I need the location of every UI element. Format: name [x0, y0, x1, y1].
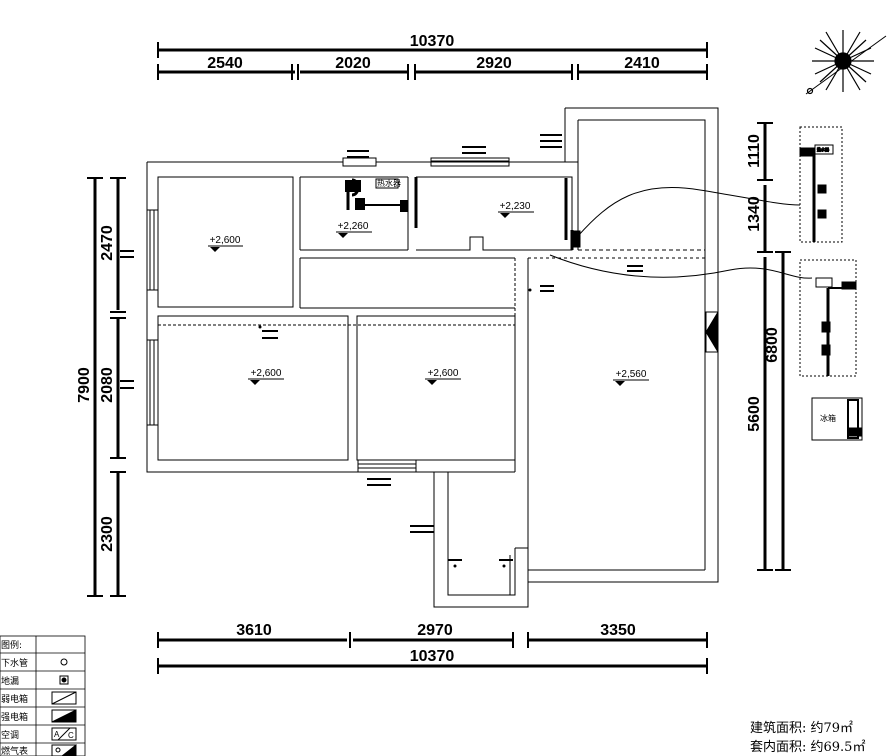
- circle-icon: [60, 658, 68, 666]
- left-dimension-lines: [87, 177, 126, 597]
- wall-accents: [564, 178, 581, 250]
- left-dimension-3: 2300: [99, 516, 116, 552]
- pipe-curves: [549, 186, 813, 279]
- side-heater-label: 热水器: [817, 146, 829, 152]
- right-dimension-3: 5600: [746, 396, 763, 432]
- room-labels: +2,600 +2,260 +2,230 +2,600 +2,600 +2,56…: [208, 201, 649, 386]
- legend-icons: A C: [51, 658, 77, 756]
- left-dimension-2: 2080: [99, 367, 116, 403]
- legend-title: 图例:: [1, 639, 22, 651]
- bottom-total-dimension: 10370: [410, 648, 455, 665]
- inner-area-text: 套内面积: 约69.5㎡: [750, 739, 865, 755]
- room-elevation-kitchen: +2,230: [500, 201, 531, 212]
- water-heater-fixture: 热水器: [345, 178, 408, 212]
- top-dimension-3: 2920: [476, 55, 512, 72]
- legend-item-label: 地漏: [1, 675, 19, 687]
- right-dimension-extra: 6800: [764, 327, 781, 363]
- floor-drain-icon: [59, 675, 69, 685]
- walls: [146, 107, 719, 608]
- right-dimension-1: 1110: [746, 134, 763, 168]
- bottom-dimension-3: 3350: [600, 622, 636, 639]
- building-area-text: 建筑面积: 约79㎡: [750, 720, 853, 736]
- legend-item-label: 弱电箱: [1, 693, 28, 705]
- left-dimension-1: 2470: [99, 225, 116, 261]
- svg-text:C: C: [68, 731, 74, 740]
- top-dimension-lines: [157, 42, 708, 80]
- windows: [146, 157, 719, 473]
- left-total-dimension: 7900: [76, 367, 93, 403]
- bottom-dimension-lines: [157, 632, 708, 674]
- compass-icon: [805, 30, 887, 95]
- svg-text:A: A: [54, 730, 60, 739]
- right-dimension-lines: [757, 122, 791, 571]
- room-elevation-bedroom-mid-left: +2,600: [251, 368, 282, 379]
- bottom-dimension-1: 3610: [236, 622, 272, 639]
- top-dimension-4: 2410: [624, 55, 660, 72]
- ac-icon: A C: [51, 727, 77, 741]
- small-annotations: [120, 134, 643, 568]
- top-total-dimension: 10370: [410, 33, 455, 50]
- room-elevation-living-room: +2,560: [616, 369, 647, 380]
- legend-item-label: 强电箱: [1, 711, 28, 723]
- side-detail-panels: 热水器: [799, 126, 863, 441]
- legend: [0, 635, 86, 756]
- bottom-dimension-2: 2970: [417, 622, 453, 639]
- room-elevation-bedroom-top-left: +2,600: [210, 235, 241, 246]
- fridge-label: 冰箱: [820, 413, 836, 423]
- right-dimension-2: 1340: [746, 196, 763, 232]
- strong-box-icon: [51, 709, 77, 723]
- legend-item-label: 下水管: [1, 657, 28, 669]
- top-dimension-1: 2540: [207, 55, 243, 72]
- gas-meter-icon: [51, 743, 77, 756]
- weak-box-icon: [51, 691, 77, 705]
- top-dimension-2: 2020: [335, 55, 371, 72]
- legend-item-label: 燃气表: [1, 745, 28, 756]
- room-elevation-bedroom-mid-center: +2,600: [428, 368, 459, 379]
- legend-item-label: 空调: [1, 729, 19, 741]
- water-heater-label: 热水器: [377, 178, 401, 188]
- room-elevation-bathroom: +2,260: [338, 221, 369, 232]
